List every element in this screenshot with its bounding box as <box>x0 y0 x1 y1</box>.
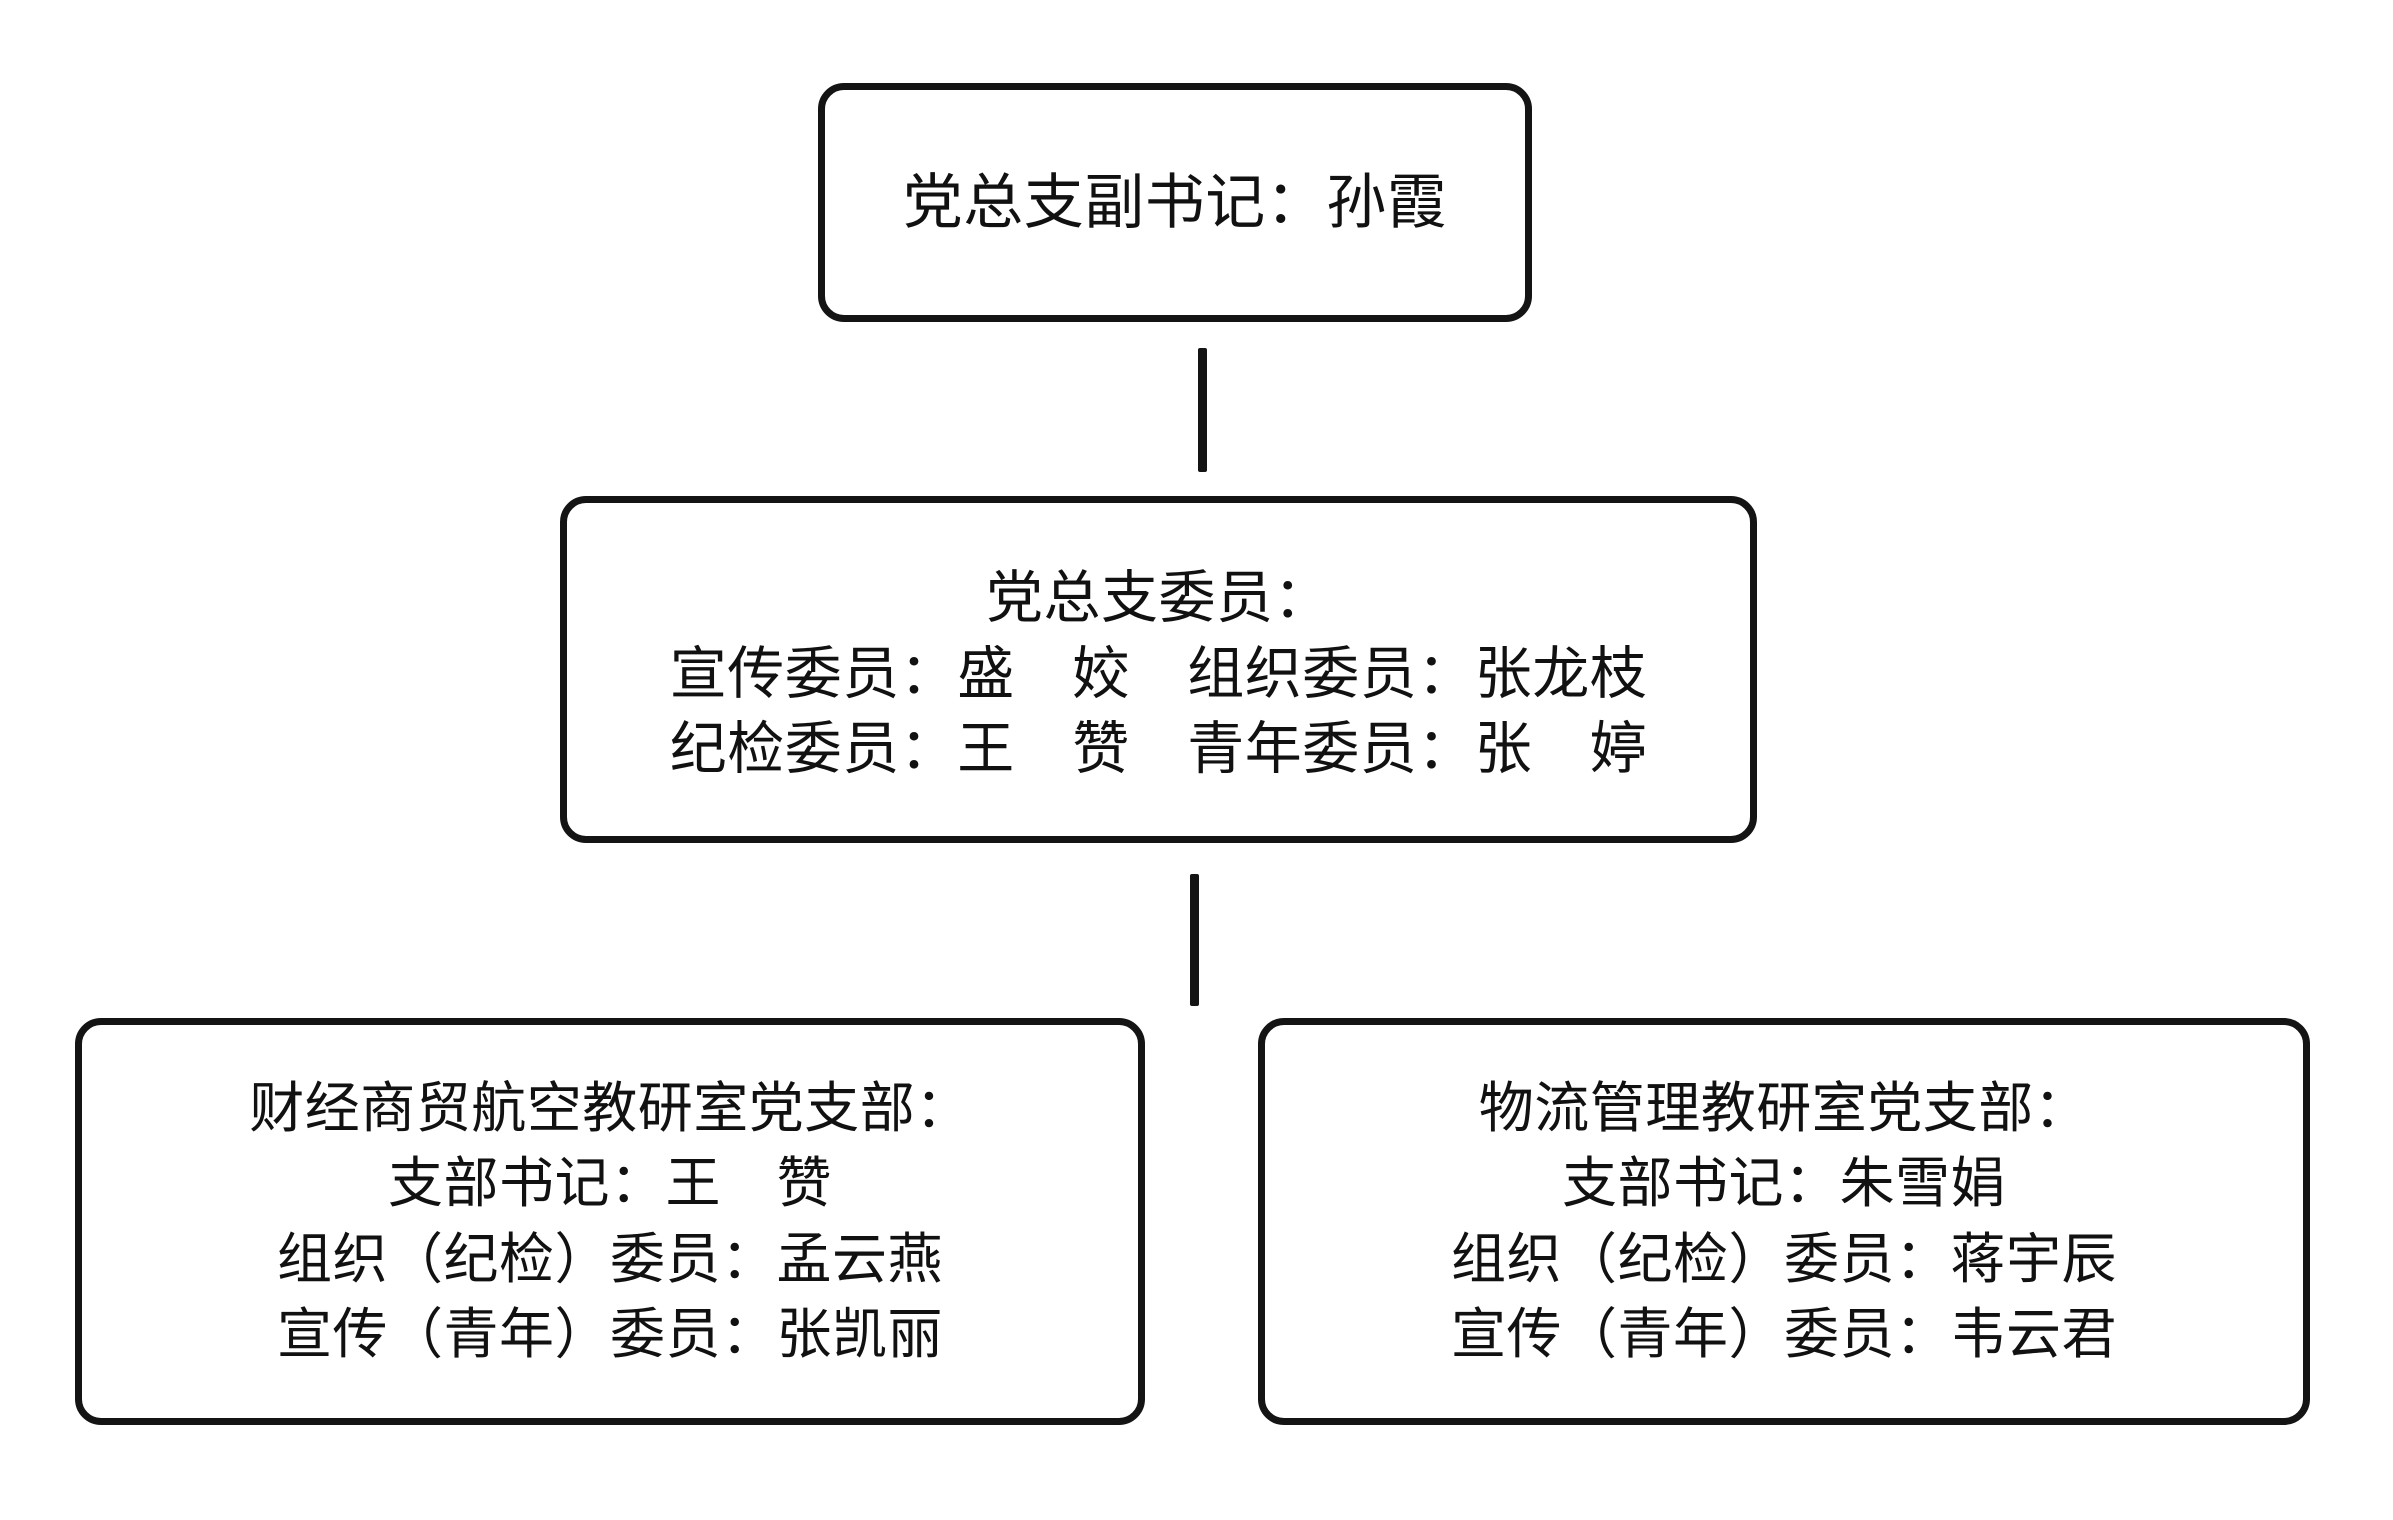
node-text-line: 纪检委员：王 赞 青年委员：张 婷 <box>669 717 1648 782</box>
node-finance-trade-aviation-branch: 财经商贸航空教研室党支部： 支部书记：王 赞 组织（纪检）委员：孟云燕 宣传（青… <box>75 1018 1145 1425</box>
node-text-line: 党总支副书记：孙霞 <box>902 168 1448 236</box>
node-text-line: 物流管理教研室党支部： <box>1478 1076 2090 1139</box>
node-text-line: 宣传（青年）委员：韦云君 <box>1450 1302 2117 1365</box>
node-logistics-management-branch: 物流管理教研室党支部： 支部书记：朱雪娟 组织（纪检）委员：蒋宇辰 宣传（青年）… <box>1258 1018 2310 1425</box>
connector-committee-to-branches <box>1190 874 1199 1006</box>
node-text-line: 组织（纪检）委员：孟云燕 <box>276 1227 943 1290</box>
node-text-line: 宣传委员：盛 姣 组织委员：张龙枝 <box>669 641 1648 706</box>
node-text-line: 支部书记：王 赞 <box>387 1152 832 1215</box>
node-text-line: 支部书记：朱雪娟 <box>1561 1152 2006 1215</box>
node-text-line: 组织（纪检）委员：蒋宇辰 <box>1450 1227 2117 1290</box>
node-party-branch-committee: 党总支委员： 宣传委员：盛 姣 组织委员：张龙枝 纪检委员：王 赞 青年委员：张… <box>560 496 1757 843</box>
node-party-branch-deputy-secretary: 党总支副书记：孙霞 <box>818 83 1532 322</box>
node-text-line: 宣传（青年）委员：张凯丽 <box>276 1302 943 1365</box>
node-text-line: 财经商贸航空教研室党支部： <box>249 1076 971 1139</box>
connector-director-to-committee <box>1198 348 1207 472</box>
node-text-line: 党总支委员： <box>986 565 1331 630</box>
